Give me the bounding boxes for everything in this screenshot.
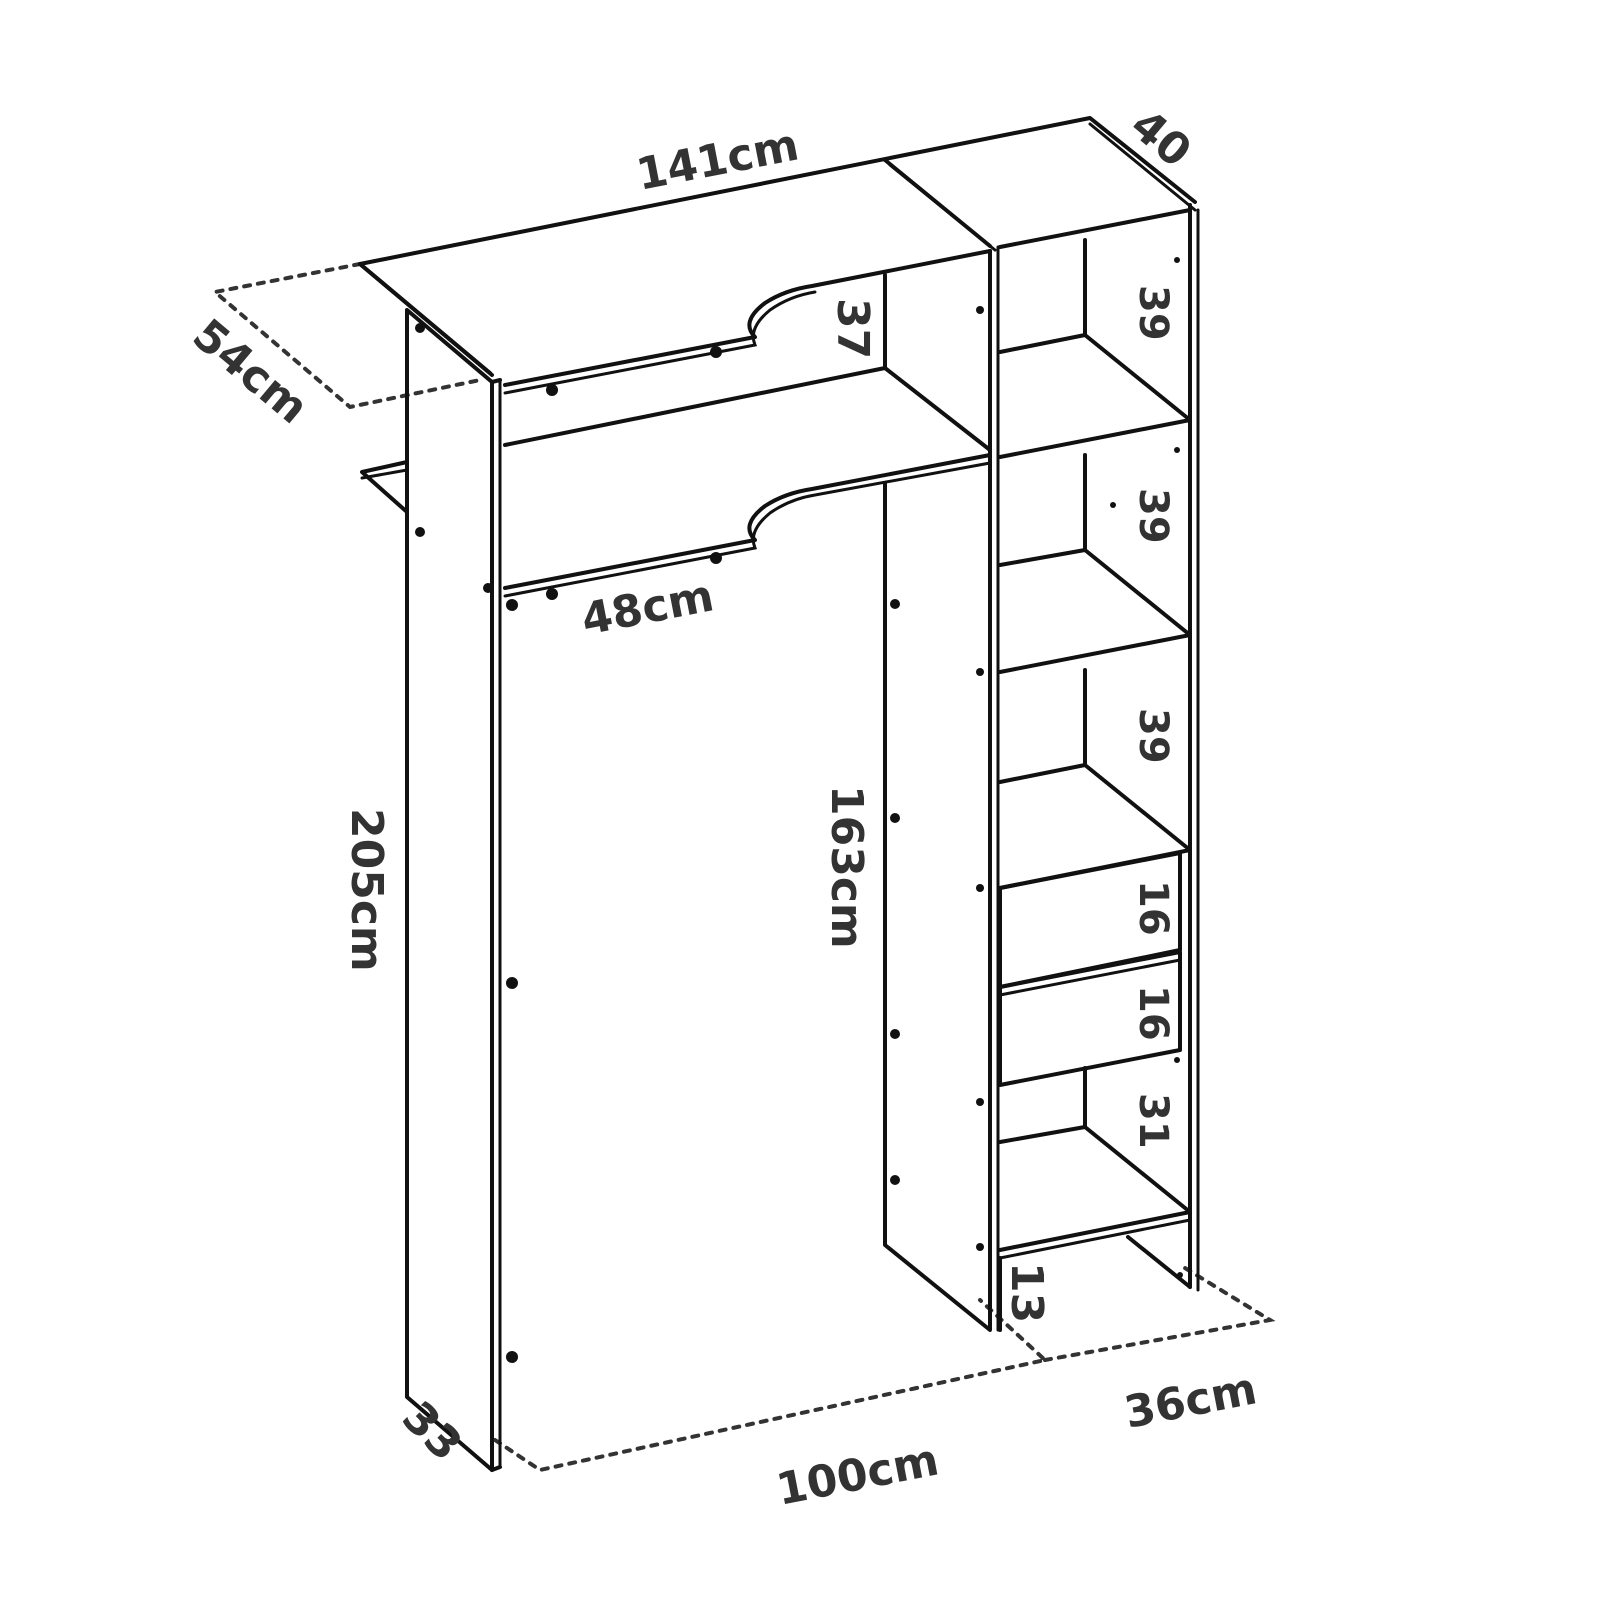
shelf-height-label-6: 31 [1130, 1093, 1176, 1149]
left-side-panel [358, 262, 502, 1472]
hanging-height-label: 163cm [821, 785, 872, 949]
column-depth-label: 36cm [1120, 1363, 1260, 1438]
shelf-height-label-1: 39 [1130, 285, 1176, 341]
top-panel [358, 116, 1197, 266]
shelf-height-label-5: 16 [1130, 985, 1176, 1041]
dimension-labels: 141cm 40 54cm 37 48cm 205cm 163cm 33 100… [183, 99, 1261, 1515]
upper-shelf [503, 249, 992, 452]
shelf-height-label-3: 39 [1130, 708, 1176, 764]
center-partition [883, 245, 1000, 1332]
rail-depth-label: 48cm [577, 570, 717, 645]
plinth-label: 13 [1001, 1262, 1052, 1323]
unit-depth-label: 40 [1121, 99, 1201, 177]
width-guide-bottom [493, 1298, 1050, 1473]
shelf-height-label-2: 39 [1130, 488, 1176, 544]
total-height-label: 205cm [341, 808, 392, 972]
right-column [998, 203, 1200, 1332]
shelf-height-label-4: 16 [1130, 880, 1176, 936]
drawer-bottom [998, 950, 1182, 1087]
hanging-width-label: 100cm [772, 1434, 943, 1515]
total-width-label: 141cm [632, 119, 803, 200]
top-compartment-label: 37 [827, 298, 878, 359]
depth-guide-right [1043, 1263, 1276, 1362]
left-shelf-stub [360, 460, 409, 514]
depth-guide-left [210, 262, 482, 410]
dimension-guides [210, 262, 1276, 1473]
rail-shelf [503, 453, 992, 598]
left-shelf-stub-edge [360, 468, 409, 480]
assembly-holes [415, 257, 1183, 1363]
total-depth-label: 54cm [183, 309, 318, 434]
side-depth-label: 33 [392, 1392, 471, 1471]
